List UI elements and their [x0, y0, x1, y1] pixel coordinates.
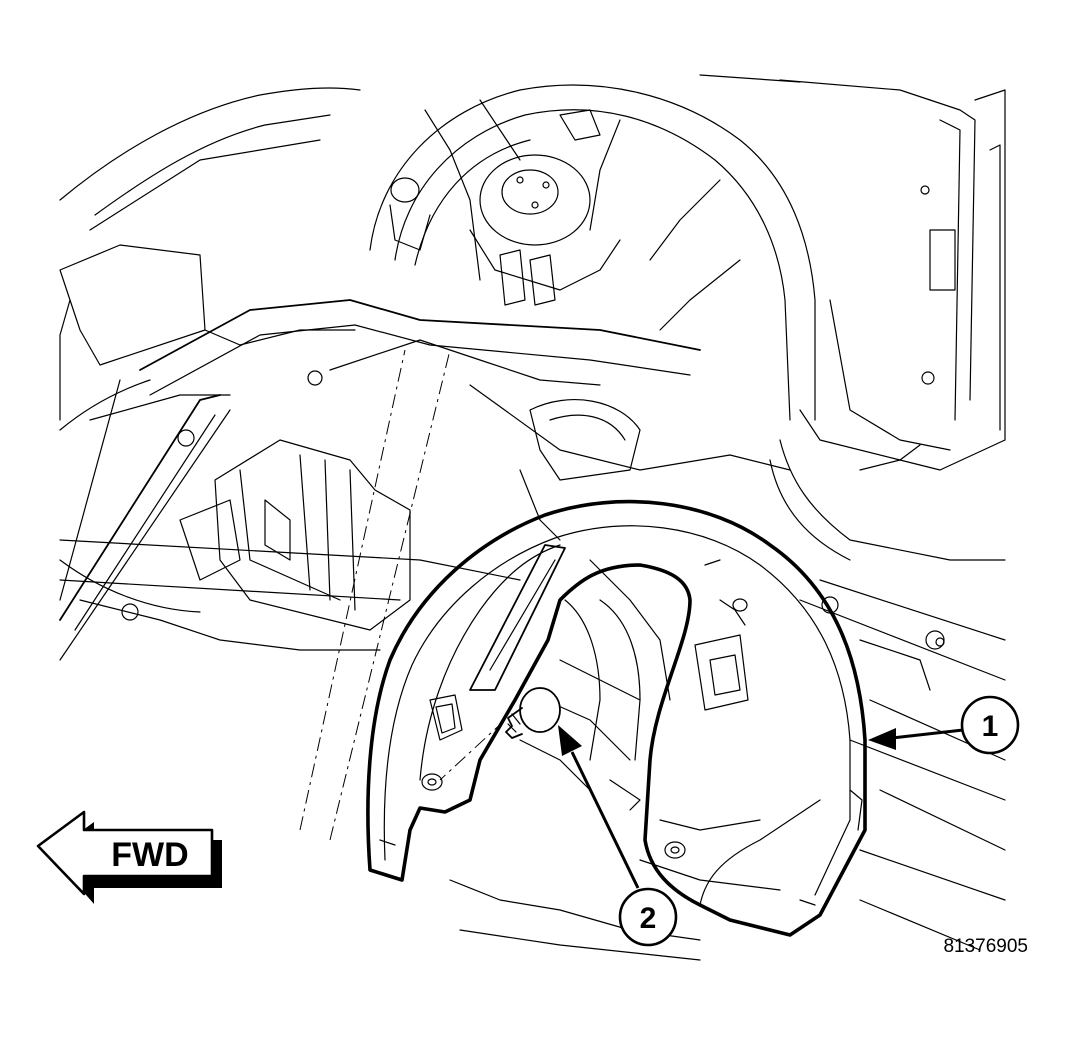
callout-2-arrowhead	[558, 725, 582, 756]
push-pin-fastener	[439, 687, 561, 781]
figure-number: 81376905	[943, 936, 1028, 957]
callout-1-arrowhead	[868, 728, 896, 750]
wheelhouse-liner	[366, 499, 867, 937]
callout-1: 1	[960, 695, 1020, 755]
fwd-label: FWD	[111, 836, 188, 874]
leader-arrows	[558, 725, 964, 889]
callout-2: 2	[618, 887, 678, 947]
callout-1-label: 1	[982, 710, 999, 743]
callout-2-label: 2	[640, 902, 657, 935]
fwd-direction-arrow: FWD	[36, 810, 222, 904]
